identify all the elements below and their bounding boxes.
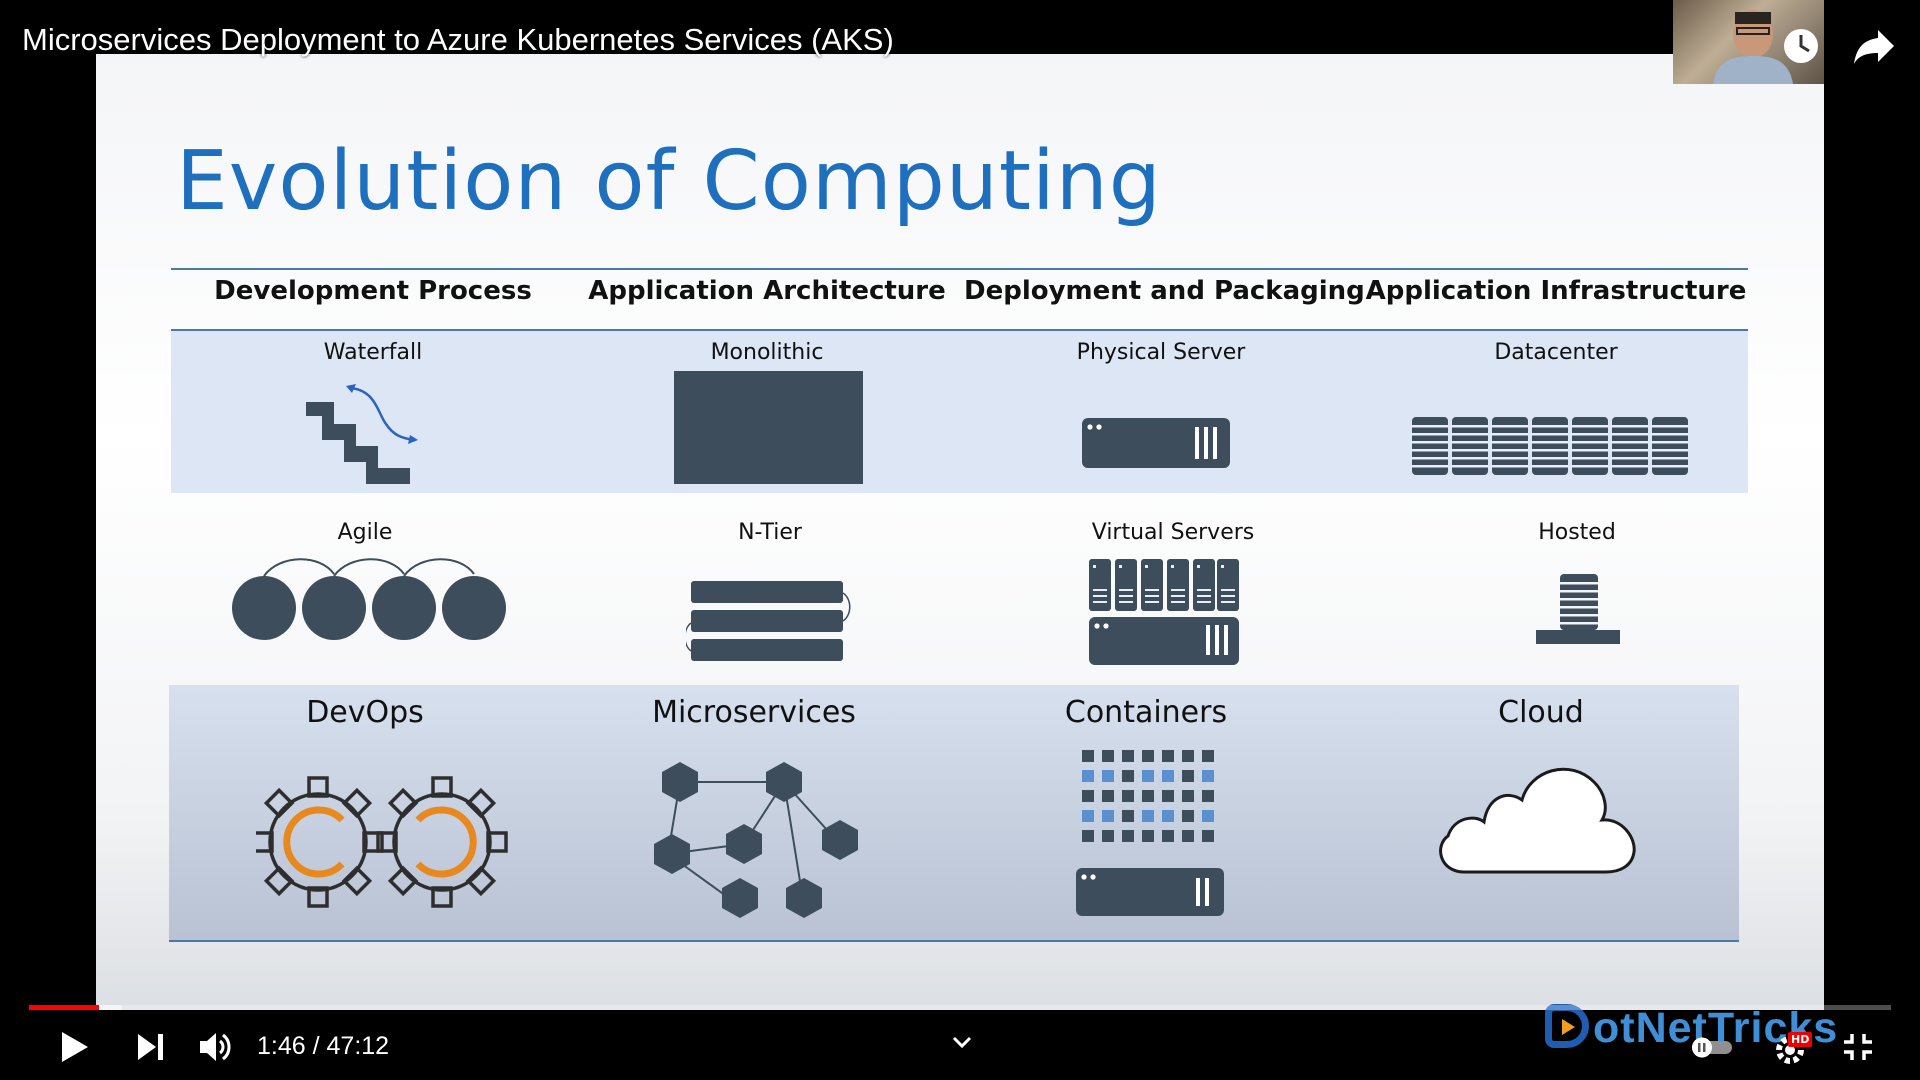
time-display: 1:46 / 47:12: [257, 1032, 389, 1061]
label-waterfall: Waterfall: [323, 340, 423, 365]
header-bottom-rule: [171, 329, 1748, 331]
server-icon: [1082, 418, 1230, 468]
label-containers: Containers: [1064, 695, 1228, 730]
next-icon[interactable]: [136, 1032, 166, 1062]
column-header-architecture: Application Architecture: [588, 276, 946, 306]
settings-gear-icon[interactable]: [1774, 1030, 1814, 1066]
label-datacenter: Datacenter: [1494, 340, 1618, 365]
exit-fullscreen-icon[interactable]: [1842, 1032, 1874, 1062]
progress-bar[interactable]: [29, 1005, 1891, 1010]
video-title[interactable]: Microservices Deployment to Azure Kubern…: [22, 22, 894, 57]
label-virtual-servers: Virtual Servers: [1091, 520, 1255, 545]
progress-played: [29, 1005, 99, 1010]
chevron-down-icon[interactable]: [952, 1036, 972, 1050]
devops-gears-icon: [256, 776, 508, 908]
label-monolithic: Monolithic: [710, 340, 824, 365]
slide-title: Evolution of Computing: [176, 134, 1162, 229]
microservices-hexagon-icon: [654, 762, 858, 918]
hd-badge: HD: [1788, 1032, 1813, 1047]
column-header-development: Development Process: [214, 276, 532, 306]
agile-cycle-icon: [232, 558, 506, 640]
hosted-icon: [1536, 574, 1620, 644]
cloud-icon: [1439, 767, 1636, 874]
presentation-slide: Evolution of Computing Development Proce…: [96, 54, 1837, 1052]
label-hosted: Hosted: [1538, 520, 1616, 545]
clock-icon[interactable]: [1781, 26, 1821, 66]
duration: 47:12: [326, 1032, 390, 1060]
share-icon[interactable]: [1852, 26, 1896, 66]
brand-d-mark: [1545, 1004, 1589, 1048]
column-header-deployment: Deployment and Packaging: [964, 276, 1365, 306]
label-cloud: Cloud: [1498, 695, 1584, 730]
label-agile: Agile: [337, 520, 393, 545]
label-physical-server: Physical Server: [1076, 340, 1246, 365]
column-header-infrastructure: Application Infrastructure: [1365, 276, 1747, 306]
containers-icon: [1076, 750, 1224, 916]
play-icon[interactable]: [58, 1030, 90, 1064]
label-n-tier: N-Tier: [738, 520, 802, 545]
waterfall-icon: [306, 384, 418, 484]
n-tier-icon: [686, 581, 851, 661]
volume-icon[interactable]: [198, 1030, 232, 1064]
header-top-rule: [171, 268, 1748, 270]
virtual-servers-icon: [1089, 559, 1239, 665]
time-separator: /: [305, 1032, 327, 1060]
datacenter-icon: [1412, 417, 1688, 475]
label-microservices: Microservices: [652, 695, 856, 730]
row-band-bottom-rule: [169, 940, 1739, 942]
current-time: 1:46: [257, 1032, 306, 1060]
label-devops: DevOps: [306, 695, 424, 730]
autoplay-toggle-icon[interactable]: [1690, 1036, 1734, 1058]
monolithic-icon: [674, 371, 863, 484]
